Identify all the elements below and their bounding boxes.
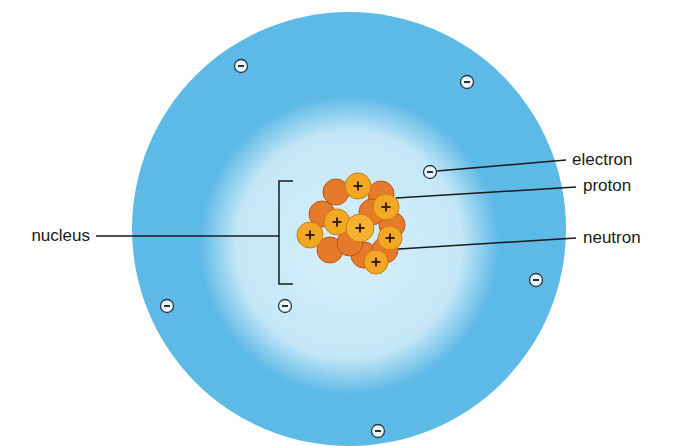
electrons — [161, 60, 543, 438]
part-label: electron — [572, 151, 632, 168]
electron-cloud — [132, 12, 566, 446]
leader-lines — [96, 160, 576, 284]
proton-charges — [306, 182, 395, 267]
part-label: proton — [583, 177, 631, 194]
part-label: neutron — [583, 229, 641, 246]
part-label: nucleus — [31, 227, 90, 244]
proton-balls — [297, 173, 402, 274]
